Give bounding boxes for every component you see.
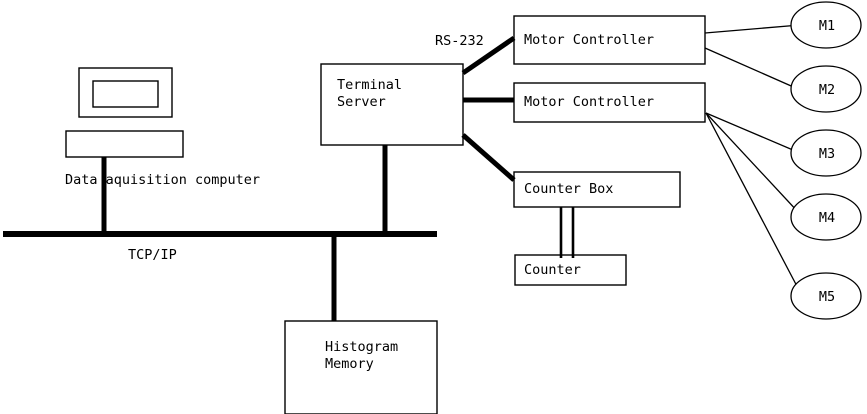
terminal-server-label-line2: Server <box>337 94 386 110</box>
motor-3-label: M3 <box>818 146 836 162</box>
motor-controller-2-label: Motor Controller <box>524 94 655 110</box>
motor-5-ellipse <box>790 272 862 320</box>
rs232-link-line <box>461 35 516 76</box>
computer-caption-label: Data aquisition computer <box>65 172 261 188</box>
rs232-link-label: RS-232 <box>435 33 484 49</box>
motor-controller-2-to-motor-5-link <box>705 112 801 293</box>
motor-controller-2-to-motor-4-link <box>705 112 800 214</box>
motor-5-label: M5 <box>818 289 836 305</box>
computer-monitor-screen <box>92 80 159 108</box>
terminal-server-box <box>320 63 464 146</box>
motor-2-label: M2 <box>818 82 836 98</box>
motor-3-ellipse <box>790 129 862 177</box>
motor-controller-1-label: Motor Controller <box>524 32 655 48</box>
counter-box-label: Counter Box <box>524 181 614 197</box>
counter-box <box>514 254 627 286</box>
histogram-memory-box <box>284 320 438 414</box>
motor-4-label: M4 <box>818 210 836 226</box>
counter-label: Counter <box>524 262 581 278</box>
computer-base-chassis <box>65 130 184 158</box>
counter-box-box <box>513 171 681 208</box>
motor-1-ellipse <box>790 1 862 49</box>
terminal-server-to-counter-box-link <box>461 133 516 182</box>
histogram-memory-label-line2: Memory <box>325 356 374 372</box>
motor-4-ellipse <box>790 193 862 241</box>
histogram-memory-label-line1: Histogram <box>325 339 399 355</box>
motor-controller-1-box <box>513 15 706 65</box>
motor-controller-1-to-motor-2-link <box>704 47 799 90</box>
terminal-server-label-line1: Terminal <box>337 77 403 93</box>
motor-2-ellipse <box>790 65 862 113</box>
motor-1-label: M1 <box>818 18 836 34</box>
motor-controller-1-to-motor-1-link <box>704 24 801 34</box>
tcpip-bus-label: TCP/IP <box>128 247 177 263</box>
motor-controller-2-to-motor-3-link <box>705 112 801 154</box>
